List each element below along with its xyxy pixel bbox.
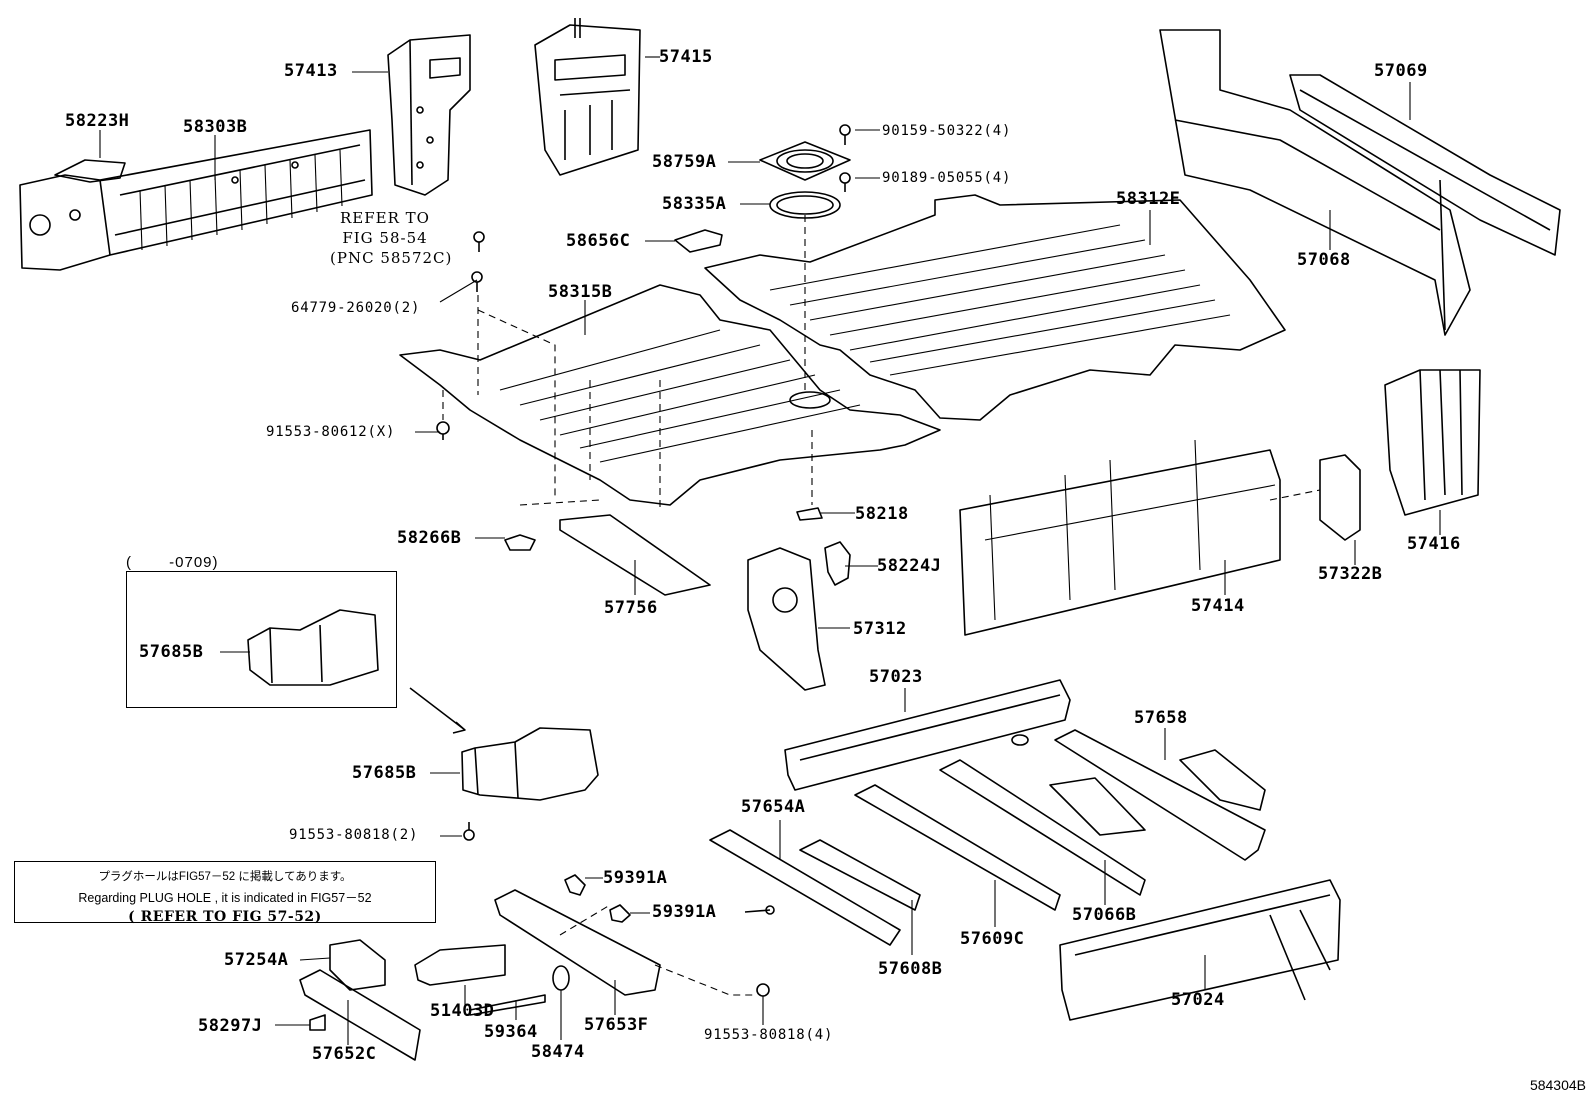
part-label-58297J[interactable]: 58297J bbox=[198, 1016, 263, 1036]
part-label-57414[interactable]: 57414 bbox=[1191, 596, 1245, 616]
part-label-57312[interactable]: 57312 bbox=[853, 619, 907, 639]
part-label-57415[interactable]: 57415 bbox=[659, 47, 713, 67]
part-58312E-drawing bbox=[704, 194, 1286, 421]
part-label-57609C[interactable]: 57609C bbox=[960, 929, 1025, 949]
part-57023-drawing bbox=[784, 679, 1071, 791]
inset-box bbox=[126, 571, 397, 708]
part-58218-drawing bbox=[796, 507, 823, 521]
part-57416-drawing bbox=[1384, 369, 1481, 516]
part-label-57069[interactable]: 57069 bbox=[1374, 61, 1428, 81]
part-label-57658[interactable]: 57658 bbox=[1134, 708, 1188, 728]
part-label-51403D[interactable]: 51403D bbox=[430, 1001, 495, 1021]
part-label-58759A[interactable]: 58759A bbox=[652, 152, 717, 172]
part-label-57608B[interactable]: 57608B bbox=[878, 959, 943, 979]
part-59391A-lower-drawing bbox=[609, 904, 631, 923]
part-label-57023[interactable]: 57023 bbox=[869, 667, 923, 687]
part-label-59391A-upper[interactable]: 59391A bbox=[603, 868, 668, 888]
part-57658-drawing bbox=[1054, 729, 1266, 861]
part-label-91553-80818-2[interactable]: 91553-80818(2) bbox=[289, 827, 419, 843]
part-label-57416[interactable]: 57416 bbox=[1407, 534, 1461, 554]
part-58266B-drawing bbox=[504, 534, 536, 551]
part-58474-drawing bbox=[552, 965, 570, 991]
part-58297J-drawing bbox=[309, 1014, 326, 1031]
part-58224J-drawing bbox=[824, 541, 851, 586]
part-label-90159-50322[interactable]: 90159-50322(4) bbox=[882, 123, 1012, 139]
part-58315B-drawing bbox=[399, 284, 941, 506]
bolt-91553-80818-4-drawing bbox=[756, 983, 770, 997]
refer-note-line3: (PNC 58572C) bbox=[330, 249, 453, 267]
assembly-lines bbox=[442, 215, 1321, 996]
part-label-58656C[interactable]: 58656C bbox=[566, 231, 631, 251]
part-label-57685B[interactable]: 57685B bbox=[352, 763, 417, 783]
plug-note-refer-link[interactable]: ( REFER TO FIG 57-52) bbox=[128, 909, 322, 925]
part-label-59364[interactable]: 59364 bbox=[484, 1022, 538, 1042]
part-label-91553-80818-4[interactable]: 91553-80818(4) bbox=[704, 1027, 834, 1043]
part-label-57254A[interactable]: 57254A bbox=[224, 950, 289, 970]
refer-note-line2: FIG 58-54 bbox=[342, 229, 428, 247]
part-51403D-drawing bbox=[414, 944, 506, 986]
part-57254A-drawing bbox=[329, 939, 386, 991]
plug-note-japanese: プラグホールはFIG57－52 に掲載してあります。 bbox=[98, 871, 352, 883]
part-label-58315B[interactable]: 58315B bbox=[548, 282, 613, 302]
part-57069-drawing bbox=[1289, 74, 1561, 256]
part-57414-drawing bbox=[959, 439, 1281, 636]
part-label-64779-26020[interactable]: 64779-26020(2) bbox=[291, 300, 421, 316]
part-57685B-inset-drawing bbox=[247, 609, 379, 686]
part-label-59391A-lower[interactable]: 59391A bbox=[652, 902, 717, 922]
part-label-57413[interactable]: 57413 bbox=[284, 61, 338, 81]
part-label-58224J[interactable]: 58224J bbox=[877, 556, 942, 576]
part-57066B-drawing bbox=[939, 759, 1146, 896]
part-label-58474[interactable]: 58474 bbox=[531, 1042, 585, 1062]
part-label-58223H[interactable]: 58223H bbox=[65, 111, 130, 131]
part-label-57066B[interactable]: 57066B bbox=[1072, 905, 1137, 925]
plug-hole-note: プラグホールはFIG57－52 に掲載してあります。 Regarding PLU… bbox=[14, 861, 436, 925]
part-57415-drawing bbox=[534, 18, 641, 176]
plug-note-english: Regarding PLUG HOLE , it is indicated in… bbox=[78, 891, 372, 905]
part-57608B-drawing bbox=[799, 839, 921, 911]
part-57322B-drawing bbox=[1319, 454, 1361, 541]
inset-caption: ( -0709) bbox=[126, 554, 219, 571]
part-57312-drawing bbox=[747, 547, 826, 691]
part-58223H-drawing bbox=[54, 159, 126, 183]
inset-arrow bbox=[409, 687, 466, 731]
part-label-58218[interactable]: 58218 bbox=[855, 504, 909, 524]
part-57024-drawing bbox=[1059, 879, 1341, 1021]
leader-lines bbox=[99, 56, 1441, 1045]
part-57756-drawing bbox=[559, 514, 711, 596]
part-label-58303B[interactable]: 58303B bbox=[183, 117, 248, 137]
part-label-90189-05055[interactable]: 90189-05055(4) bbox=[882, 170, 1012, 186]
part-label-91553-80612[interactable]: 91553-80612(X) bbox=[266, 424, 396, 440]
part-58656C-drawing bbox=[674, 229, 723, 253]
part-label-57756[interactable]: 57756 bbox=[604, 598, 658, 618]
part-label-57024[interactable]: 57024 bbox=[1171, 990, 1225, 1010]
part-57609C-drawing bbox=[854, 784, 1061, 911]
part-label-58312E[interactable]: 58312E bbox=[1116, 189, 1181, 209]
part-label-58335A[interactable]: 58335A bbox=[662, 194, 727, 214]
part-57653F-drawing bbox=[494, 889, 661, 996]
part-57652C-drawing bbox=[299, 969, 421, 1061]
part-58303B-drawing bbox=[19, 129, 373, 271]
part-58759A-drawing bbox=[759, 124, 851, 219]
part-59364-drawing bbox=[469, 994, 546, 1016]
part-label-57322B[interactable]: 57322B bbox=[1318, 564, 1383, 584]
part-label-57653F[interactable]: 57653F bbox=[584, 1015, 649, 1035]
part-label-57068[interactable]: 57068 bbox=[1297, 250, 1351, 270]
refer-note-line1: REFER TO bbox=[340, 209, 430, 227]
part-57068-drawing bbox=[1159, 29, 1471, 336]
part-57654A-drawing bbox=[709, 829, 901, 946]
diagram-code: 584304B bbox=[1529, 1077, 1586, 1093]
refer-note[interactable]: REFER TO FIG 58-54 (PNC 58572C) bbox=[330, 208, 453, 268]
fasteners-left-drawing bbox=[436, 231, 485, 440]
part-label-57654A[interactable]: 57654A bbox=[741, 797, 806, 817]
part-label-57652C[interactable]: 57652C bbox=[312, 1044, 377, 1064]
part-57413-drawing bbox=[387, 34, 471, 196]
part-59391A-upper-drawing bbox=[564, 874, 586, 896]
part-label-58266B[interactable]: 58266B bbox=[397, 528, 462, 548]
part-label-57685B-inset[interactable]: 57685B bbox=[139, 642, 204, 662]
part-57685B-drawing bbox=[461, 727, 599, 841]
